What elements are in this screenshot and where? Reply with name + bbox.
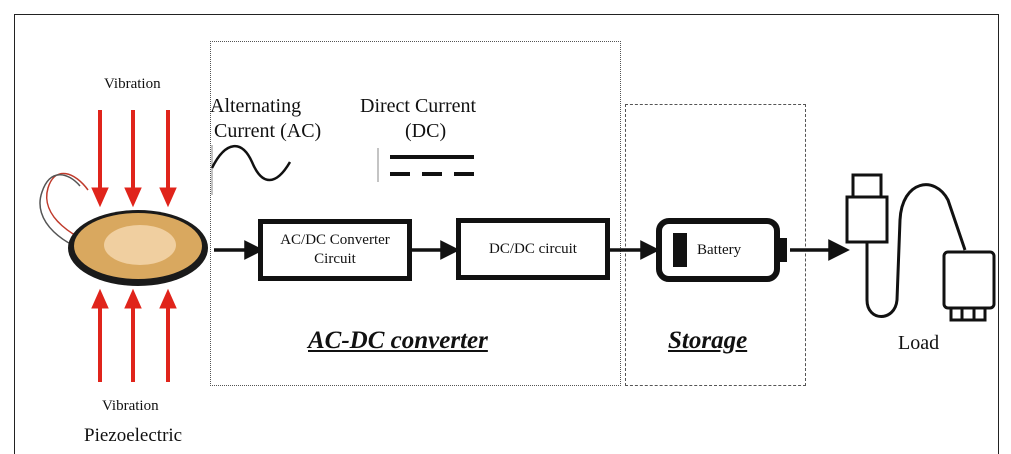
ac-dc-converter-block: AC/DC Converter Circuit bbox=[258, 219, 412, 281]
outer-frame bbox=[14, 14, 999, 454]
dc-label-line2: (DC) bbox=[405, 120, 447, 142]
battery-icon bbox=[656, 218, 787, 282]
load-label: Load bbox=[898, 332, 940, 354]
vibration-top-label: Vibration bbox=[104, 76, 161, 92]
dc-dc-block-label: DC/DC circuit bbox=[489, 240, 577, 257]
dc-dc-circuit-block: DC/DC circuit bbox=[456, 218, 610, 280]
ac-dc-converter-section bbox=[210, 41, 621, 386]
piezoelectric-disc-icon bbox=[39, 172, 208, 286]
sine-wave-icon bbox=[210, 144, 292, 195]
storage-section bbox=[625, 104, 806, 386]
vibration-arrows-bottom bbox=[91, 288, 177, 382]
usb-cable-icon bbox=[845, 173, 996, 322]
ac-dc-section-title: AC-DC converter bbox=[308, 327, 488, 354]
ac-dc-block-line2: Circuit bbox=[314, 251, 356, 267]
storage-section-title: Storage bbox=[668, 327, 748, 354]
flow-arrows bbox=[214, 239, 850, 261]
vibration-bottom-label: Vibration bbox=[102, 398, 159, 414]
ac-label-line2: Current (AC) bbox=[214, 120, 322, 142]
vibration-arrows-top bbox=[91, 110, 177, 208]
dc-symbol-icon bbox=[377, 148, 474, 182]
ac-dc-block-line1: AC/DC Converter bbox=[280, 232, 390, 249]
ac-label-line1: Alternating bbox=[210, 95, 302, 117]
battery-label: Battery bbox=[697, 242, 742, 258]
piezoelectric-label: Piezoelectric bbox=[84, 425, 183, 446]
dc-label-line1: Direct Current bbox=[360, 95, 477, 117]
